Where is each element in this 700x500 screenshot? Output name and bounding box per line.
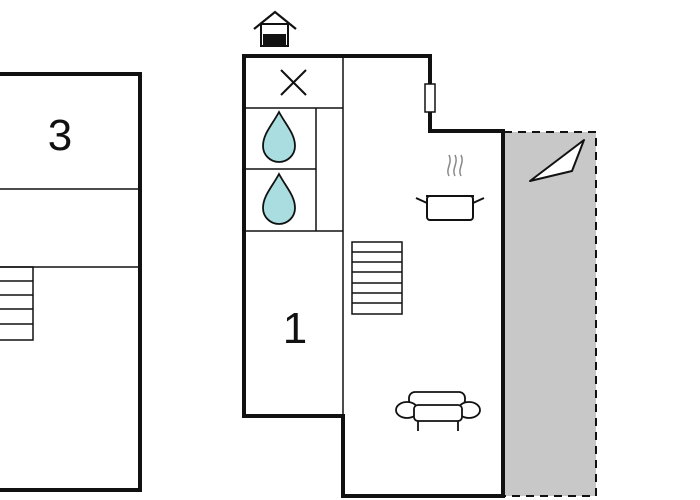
right-plan: 1 <box>242 54 505 498</box>
terrace-area <box>504 132 596 496</box>
entrance-house-icon <box>253 10 297 47</box>
door-icon <box>424 83 436 113</box>
room-1-label: 1 <box>283 304 307 353</box>
water-drop-icon <box>262 172 296 225</box>
room-3-label: 3 <box>48 111 72 160</box>
water-drop-icon <box>262 110 296 163</box>
stairs-icon <box>351 241 403 315</box>
terrace <box>504 131 597 497</box>
sofa-icon <box>395 391 481 431</box>
right-plan-outline <box>242 54 505 498</box>
terrace-dashed-border <box>504 131 597 497</box>
cooking-pot-icon <box>415 154 485 221</box>
left-plan: 3 <box>0 72 142 492</box>
stairs-icon <box>0 266 34 341</box>
toilet-x-icon <box>280 69 307 96</box>
terrace-icon <box>529 139 585 182</box>
left-plan-outline <box>0 72 142 492</box>
